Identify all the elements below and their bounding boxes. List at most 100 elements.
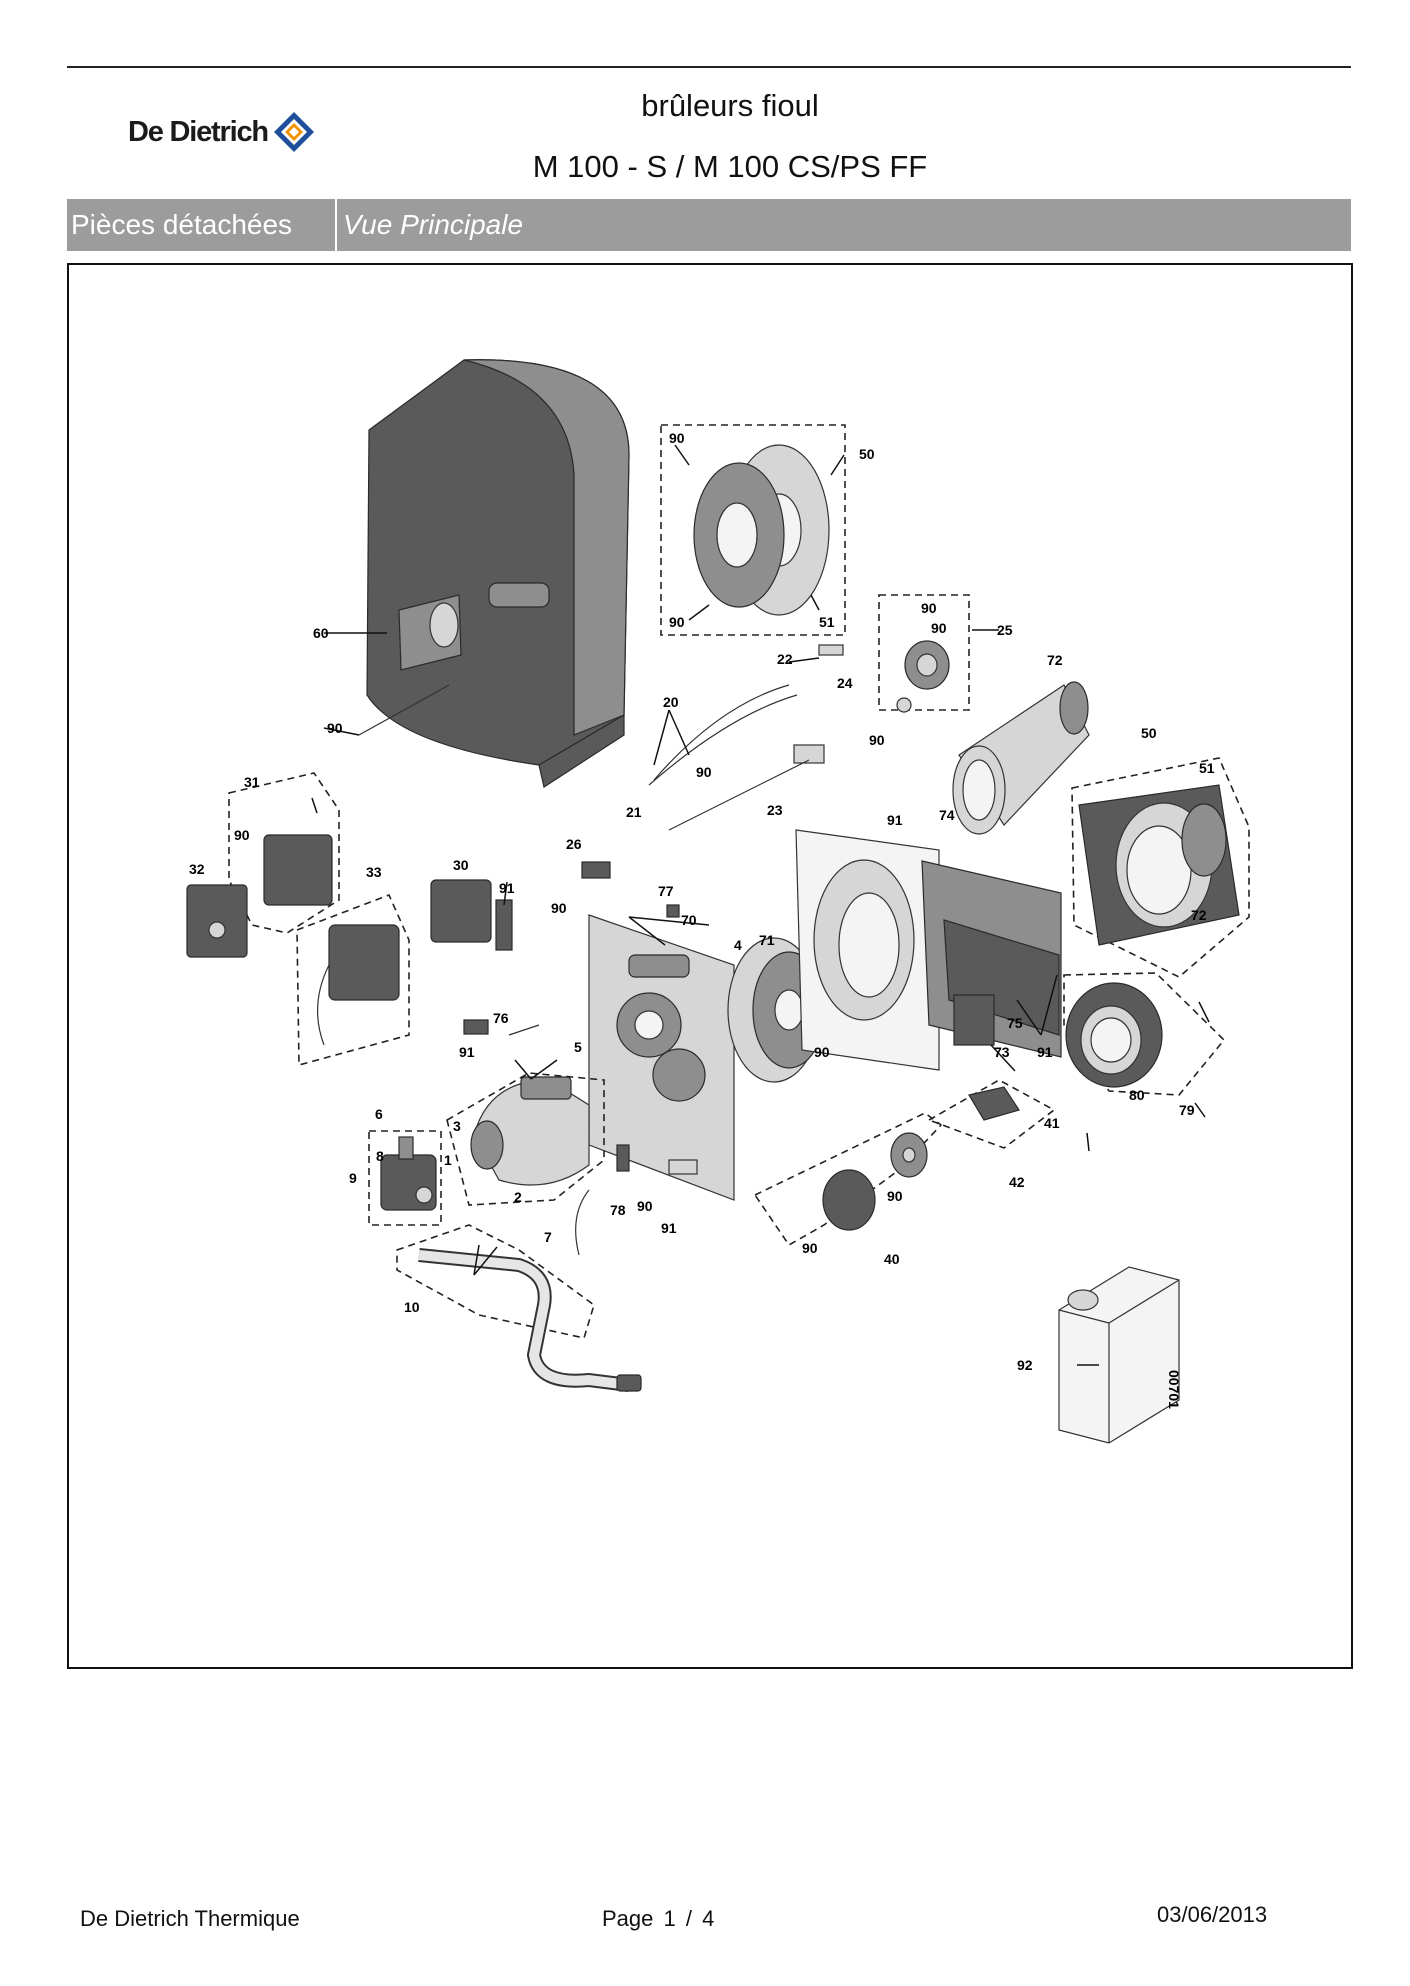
group-10-outline	[396, 1224, 595, 1339]
callout-41: 41	[1044, 1115, 1060, 1131]
clip-76-part	[508, 1024, 540, 1036]
callout-74: 74	[939, 807, 955, 823]
section-bar: Pièces détachées Vue Principale	[67, 199, 1351, 251]
callout-72: 72	[1047, 652, 1063, 668]
footer-pagination: Page 1 / 4	[602, 1906, 714, 1932]
de-dietrich-logo: De Dietrich	[128, 110, 316, 154]
callout-73: 73	[994, 1044, 1010, 1060]
callout-90: 90	[921, 600, 937, 616]
callout-91: 91	[1037, 1044, 1053, 1060]
oil-line-part	[653, 684, 790, 781]
mounting-flange-part	[1078, 784, 1240, 946]
callout-71: 71	[759, 932, 775, 948]
ignition-cable-part	[818, 644, 844, 656]
part-78	[616, 1144, 630, 1172]
callout-90: 90	[637, 1198, 653, 1214]
callout-78: 78	[610, 1202, 626, 1218]
group-50-outline	[660, 424, 846, 636]
brand-name: De Dietrich	[128, 115, 269, 148]
section-category: Pièces détachées	[67, 199, 337, 251]
footer-date: 03/06/2013	[1157, 1902, 1268, 1927]
callout-91: 91	[887, 812, 903, 828]
callout-90: 90	[234, 827, 250, 843]
callout-91: 91	[661, 1220, 677, 1236]
callout-76: 76	[493, 1010, 509, 1026]
callout-91: 91	[499, 880, 515, 896]
callout-91: 91	[459, 1044, 475, 1060]
callout-21: 21	[626, 804, 642, 820]
callout-1: 1	[444, 1152, 452, 1168]
callout-77: 77	[658, 883, 674, 899]
callout-90: 90	[931, 620, 947, 636]
callout-2: 2	[514, 1189, 522, 1205]
callout-90: 90	[814, 1044, 830, 1060]
ignition-transformer-part	[317, 924, 400, 1046]
base-bracket-part	[668, 1159, 698, 1175]
nozzle-holder-part	[668, 759, 810, 831]
callout-4: 4	[734, 937, 742, 953]
photocell-part	[495, 899, 513, 951]
air-damper-part	[822, 1132, 928, 1231]
oil-hose-part	[418, 1248, 642, 1392]
transformer-30-part	[430, 879, 492, 943]
cable-7-part	[575, 1189, 590, 1256]
callout-79: 79	[1179, 1102, 1195, 1118]
callout-72: 72	[1191, 907, 1207, 923]
electrode-holder-part	[904, 640, 950, 690]
callout-labels: 90 50 51 90 90 90 25 72 22 24 90 20 60 9…	[189, 430, 1215, 1409]
callout-90: 90	[696, 764, 712, 780]
footer-company: De Dietrich Thermique	[80, 1906, 300, 1931]
cover-screw-part	[358, 684, 450, 736]
callout-3: 3	[453, 1118, 461, 1134]
callout-10: 10	[404, 1299, 420, 1315]
callout-50: 50	[859, 446, 875, 462]
group-25-outline	[878, 594, 970, 711]
callout-33: 33	[366, 864, 382, 880]
motor-part	[470, 1076, 590, 1186]
group-50-right-outline	[1071, 757, 1250, 978]
diamond-logo-icon	[273, 112, 314, 152]
callout-40: 40	[884, 1251, 900, 1267]
callout-leader-lines	[311, 444, 1210, 1366]
callout-51: 51	[819, 614, 835, 630]
air-housing-part	[795, 829, 1062, 1071]
oil-pump-part	[380, 1136, 437, 1211]
callout-42: 42	[1009, 1174, 1025, 1190]
page-total: 4	[702, 1906, 715, 1931]
callout-24: 24	[837, 675, 853, 691]
callout-8: 8	[376, 1148, 384, 1164]
callout-7: 7	[544, 1229, 552, 1245]
nozzle-part	[793, 744, 825, 764]
burner-cover-part	[366, 359, 630, 788]
callout-75: 75	[1007, 1015, 1023, 1031]
connector-26-part	[581, 861, 611, 879]
group-33-outline	[296, 893, 410, 1067]
oil-canister-part	[1058, 1266, 1180, 1444]
damper-motor-part	[968, 1086, 1020, 1121]
base-plate-part	[588, 914, 735, 1201]
document-title: brûleurs fioul	[641, 88, 819, 123]
callout-20: 20	[663, 694, 679, 710]
oring-part	[896, 697, 912, 713]
callout-70: 70	[681, 912, 697, 928]
group-6-outline	[368, 1130, 442, 1226]
control-box-part	[186, 834, 333, 958]
callout-90: 90	[869, 732, 885, 748]
air-cone-part	[1065, 982, 1163, 1088]
callout-90: 90	[887, 1188, 903, 1204]
callout-6: 6	[375, 1106, 383, 1122]
callout-90: 90	[669, 430, 685, 446]
callout-30: 30	[453, 857, 469, 873]
diagram-frame: .dash { fill: none; stroke: #222; stroke…	[67, 263, 1353, 1669]
top-rule	[67, 66, 1351, 68]
callout-26: 26	[566, 836, 582, 852]
model-title: M 100 - S / M 100 CS/PS FF	[532, 149, 928, 184]
callout-50: 50	[1141, 725, 1157, 741]
drawing-reference: 00701	[1166, 1370, 1182, 1409]
callout-9: 9	[349, 1170, 357, 1186]
callout-32: 32	[189, 861, 205, 877]
exploded-parts-diagram: .dash { fill: none; stroke: #222; stroke…	[186, 359, 1250, 1444]
callout-90: 90	[669, 614, 685, 630]
flange-gasket-part	[693, 444, 830, 616]
blast-tube-part	[952, 681, 1090, 835]
